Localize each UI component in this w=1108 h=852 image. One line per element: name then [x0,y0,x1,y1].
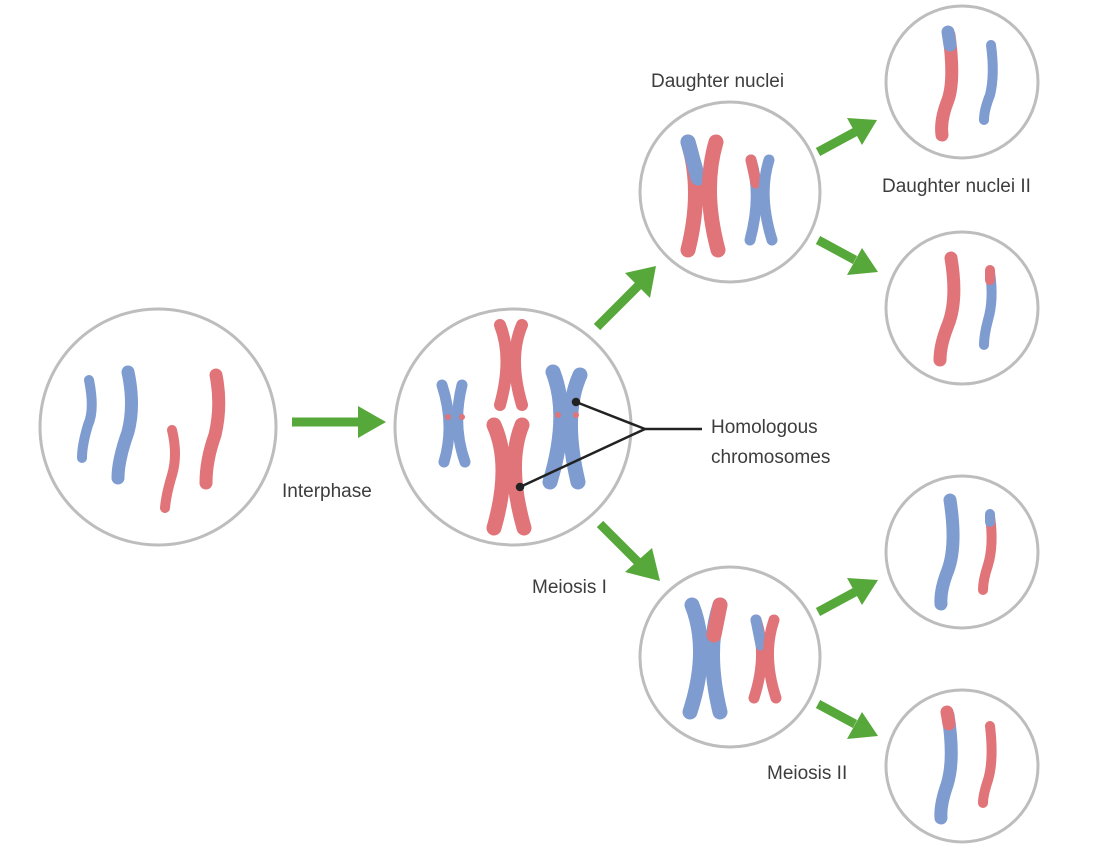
chromosome-red-small [160,425,180,513]
nucleus-parent [38,307,278,547]
nucleus-meiosis2-2 [884,230,1040,386]
nucleus-meiosis1-top [638,100,822,284]
arrow-interphase [292,406,386,438]
label-daughter-nuclei-2: Daughter nuclei II [882,176,1031,197]
chromosome-x-blue-small [436,379,471,468]
chromosomes-meiosis2-2 [933,251,997,367]
arrow-meiosis2-3 [815,578,878,616]
chromosomes-meiosis1-bottom [682,597,782,720]
nucleus-meiosis2-3 [884,474,1040,630]
label-daughter-nuclei: Daughter nuclei [651,71,785,92]
nucleus-meiosis2-4 [884,688,1040,844]
label-meiosis-1: Meiosis I [532,577,607,598]
chromosomes-meiosis2-3 [934,493,997,611]
arrow-meiosis2-4 [815,700,878,739]
label-homologous-1: Homologous [711,417,818,438]
arrow-meiosis2-2 [815,236,878,275]
chromosome-x-red-top [494,319,528,411]
label-meiosis-2: Meiosis II [767,763,848,784]
arrow-meiosis2-1 [815,118,877,156]
chromosome-blue-small [77,375,97,463]
nucleus-meiosis2-1 [884,4,1040,160]
chromosomes-interphase [436,319,588,536]
chromosome-red-large [199,368,226,490]
chromosome-blue-large [111,365,138,485]
label-interphase: Interphase [282,481,372,502]
chromosomes-meiosis2-4 [934,705,997,825]
label-homologous-2: chromosomes [711,447,831,468]
arrow-meiosis1-down [596,520,660,581]
chromosome-x-red-bottom [486,417,532,536]
arrow-meiosis1-up [593,266,656,331]
chromosome-x-blue-large [542,364,588,490]
chromosomes-meiosis1-top [680,134,778,258]
nucleus-meiosis1-bottom [638,565,822,749]
chromosomes-parent [77,365,226,513]
chromosomes-meiosis2-1 [935,25,998,142]
homologous-pointer [515,397,702,492]
